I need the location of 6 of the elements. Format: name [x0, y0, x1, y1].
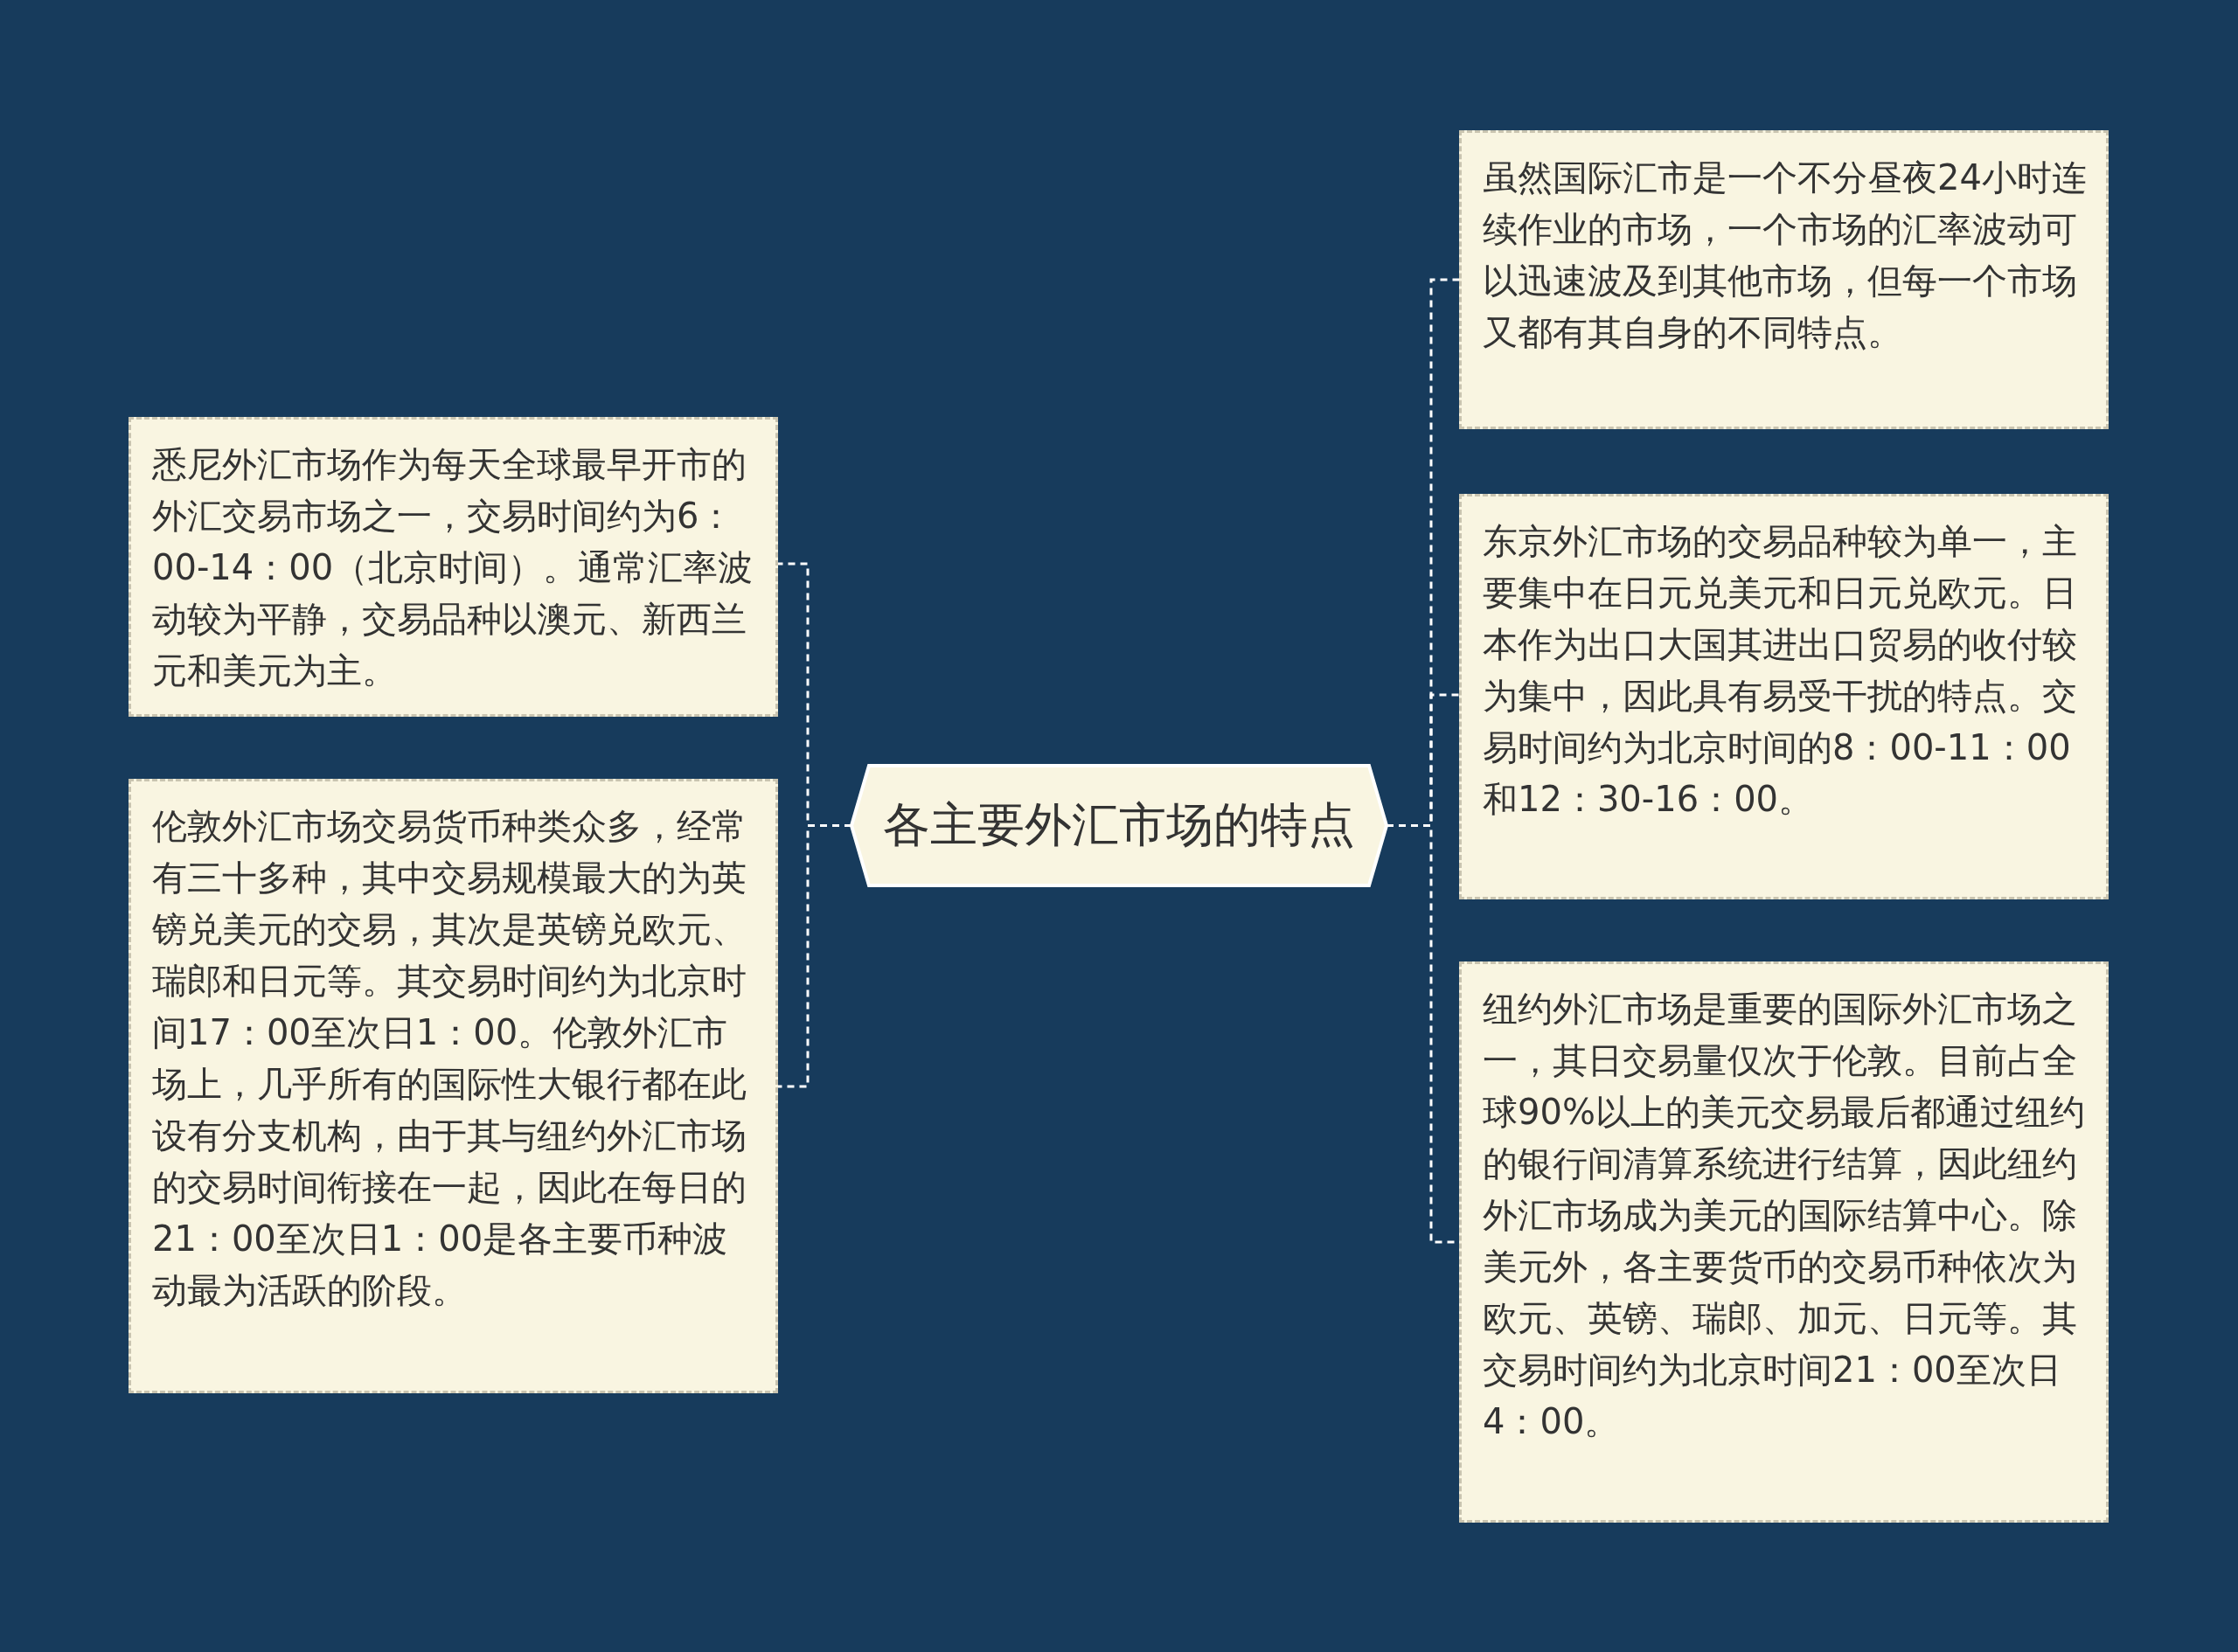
text-card: 东京外汇市场的交易品种较为单一，主要集中在日元兑美元和日元兑欧元。日本作为出口大国其进出口贸易的收付较为集中，因此具有易受干扰的特点。交易时间约为北京时间的8：00-11：00和12：30-16：00。	[1459, 494, 2109, 899]
connector-line	[778, 824, 851, 1088]
text-card: 悉尼外汇市场作为每天全球最早开市的外汇交易市场之一，交易时间约为6：00-14：00（北京时间）。通常汇率波动较为平静，交易品种以澳元、新西兰元和美元为主。	[129, 417, 778, 717]
text-card: 伦敦外汇市场交易货币种类众多，经常有三十多种，其中交易规模最大的为英镑兑美元的交易，其次是英镑兑欧元、瑞郎和日元等。其交易时间约为北京时间17：00至次日1：00。伦敦外汇市场上，几乎所有的国际性大银行都在此设有分支机构，由于其与纽约外汇市场的交易时间衔接在一起，因此在每日的21：00至次日1：00是各主要币种波动最为活跃的阶段。	[129, 779, 778, 1393]
text-card: 纽约外汇市场是重要的国际外汇市场之一，其日交易量仅次于伦敦。目前占全球90%以上的美元交易最后都通过纽约的银行间清算系统进行结算，因此纽约外汇市场成为美元的国际结算中心。除美元外，各主要货币的交易币种依次为欧元、英镑、瑞郎、加元、日元等。其交易时间约为北京时间21：00至次日4：00。	[1459, 961, 2109, 1523]
text-card: 虽然国际汇市是一个不分昼夜24小时连续作业的市场，一个市场的汇率波动可以迅速波及到其他市场，但每一个市场又都有其自身的不同特点。	[1459, 130, 2109, 429]
